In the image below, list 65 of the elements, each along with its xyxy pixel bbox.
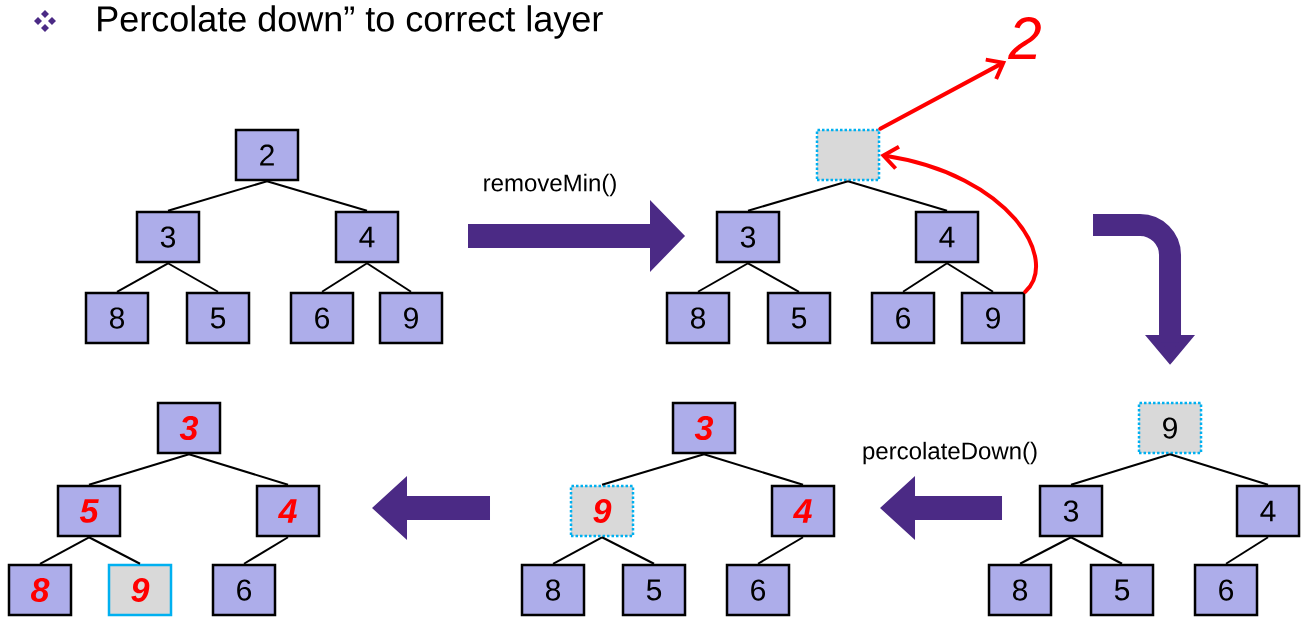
operation-label: removeMin() [484, 173, 616, 197]
tree-edge [552, 536, 603, 565]
handwritten-number: 2 [1008, 17, 1041, 59]
tree-node: 9 [378, 291, 444, 345]
tree-node: 3 [135, 210, 201, 264]
tree-edge [266, 180, 368, 212]
handwritten-arrow [878, 57, 1007, 131]
tree-edge [366, 262, 412, 293]
tree-node: 4 [334, 210, 400, 264]
tree-node: 6 [211, 563, 277, 617]
tree-node: 9 [960, 291, 1026, 345]
tree-edge [697, 262, 749, 293]
operation-label: percolateDown() [863, 441, 1037, 465]
tree-node: 9 [569, 484, 635, 538]
tree-node: 3 [671, 401, 737, 455]
tree-node: 9 [1137, 401, 1203, 455]
tree-edge [747, 180, 849, 212]
tree-edge [601, 536, 655, 565]
tree-node: 6 [289, 291, 355, 345]
tree-node: 3 [1038, 484, 1104, 538]
tree-edge [601, 453, 705, 486]
tree-edge [703, 453, 804, 486]
tree-node: 8 [84, 291, 150, 345]
tree-edge [1070, 453, 1171, 486]
tree-node: 8 [665, 291, 731, 345]
tree-node: 4 [255, 484, 321, 538]
tree-node: 9 [107, 563, 173, 617]
tree-node: 8 [7, 563, 73, 617]
tree-edge [847, 180, 948, 212]
tree-node: 5 [185, 291, 251, 345]
tree-edge [167, 262, 219, 293]
tree-node: 5 [766, 291, 832, 345]
tree-node: 5 [56, 484, 122, 538]
tree-edge [1225, 536, 1269, 565]
tree-edge [747, 262, 800, 293]
tree-edge [321, 262, 368, 293]
tree-node: 4 [914, 210, 980, 264]
tree-node: 5 [621, 563, 687, 617]
tree-edge [167, 180, 268, 212]
tree-node: 6 [725, 563, 791, 617]
tree-node: 4 [1235, 484, 1301, 538]
tree-node: 4 [770, 484, 836, 538]
tree-node: 8 [987, 563, 1053, 617]
tree-node: 6 [1193, 563, 1259, 617]
tree-edge [1019, 536, 1072, 565]
tree-edge [116, 262, 169, 293]
tree-edge [902, 262, 948, 293]
tree-node: 3 [715, 210, 781, 264]
tree-edge [946, 262, 994, 293]
tree-node: 6 [870, 291, 936, 345]
tree-node: 3 [156, 401, 222, 455]
tree-edge [757, 536, 804, 565]
tree-edge [88, 453, 190, 486]
heading: Percolate down” to correct layer [98, 5, 603, 39]
tree-node: 8 [520, 563, 586, 617]
tree-edge [188, 453, 289, 486]
handwritten-arrow [880, 145, 1038, 294]
tree-edge [1070, 536, 1123, 565]
tree-edge [243, 536, 289, 565]
tree-node: 2 [234, 128, 300, 182]
tree-edge [39, 536, 90, 565]
tree-node: 5 [1089, 563, 1155, 617]
tree-edge [88, 536, 141, 565]
tree-edge [1169, 453, 1269, 486]
empty-tree-node [815, 128, 881, 182]
